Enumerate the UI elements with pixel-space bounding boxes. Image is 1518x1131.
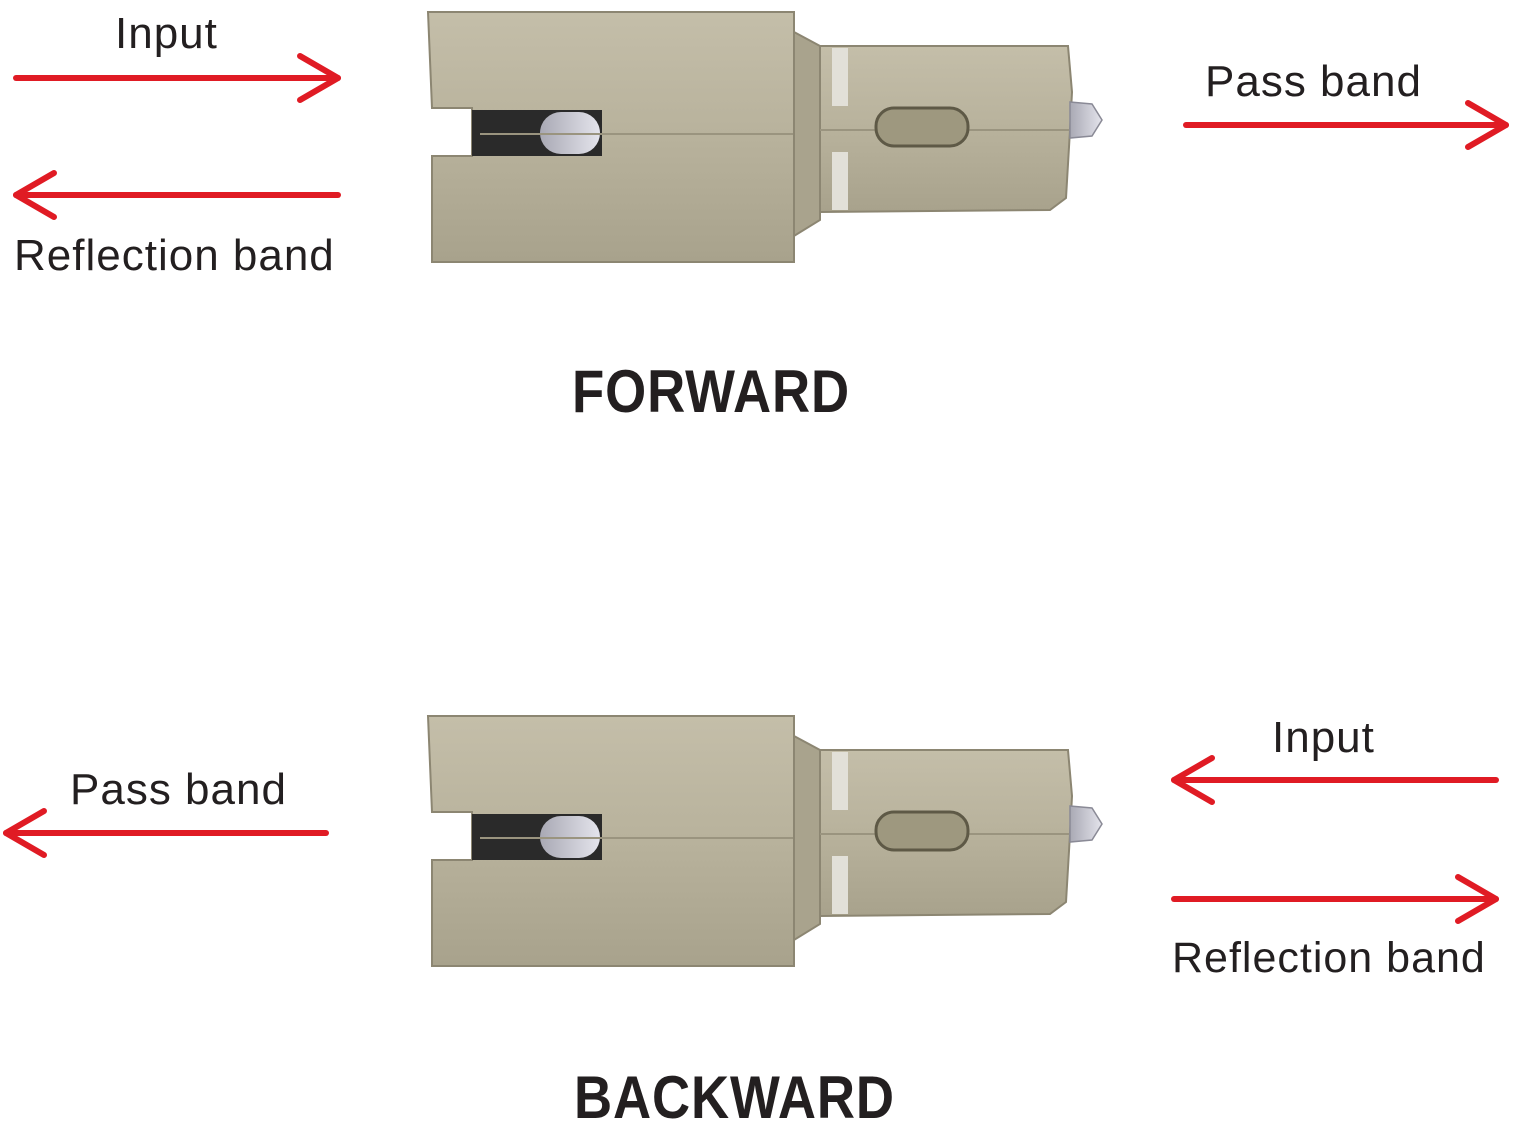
forward-title: FORWARD [572,358,850,425]
backward-input-label: Input [1272,713,1375,762]
forward-reflection-label: Reflection band [14,231,335,280]
forward-input-label: Input [115,9,218,58]
forward-pass-label: Pass band [1205,57,1422,106]
backward-pass-label: Pass band [70,765,287,814]
backward-title: BACKWARD [574,1064,895,1131]
forward-fiber-filter-device [426,11,1103,263]
backward-fiber-filter-device [426,715,1103,967]
backward-reflection-label: Reflection band [1172,934,1486,982]
